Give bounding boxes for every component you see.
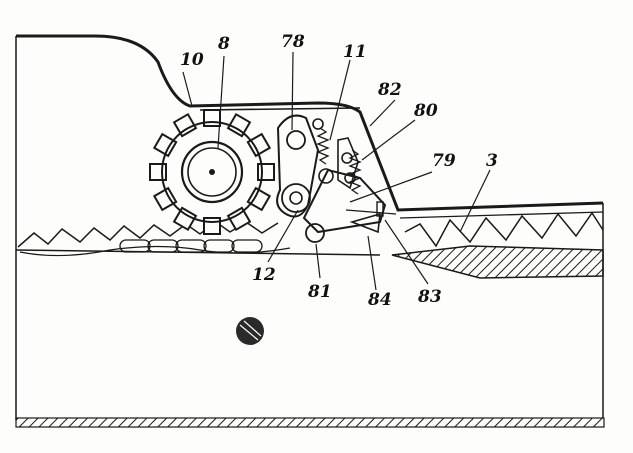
chain-links [119,239,263,253]
housing [15,34,605,428]
left-toothed-rack [17,221,291,257]
label-10: 10 [180,50,204,70]
sprocket-tooth [152,186,178,212]
right-toothed-rack [391,211,604,279]
sprocket-tooth [203,109,221,127]
base-rail-hatched [15,417,605,428]
label-3: 3 [486,151,498,171]
label-8: 8 [217,34,230,54]
sprocket-tooth [246,132,272,158]
sprocket-tooth [203,217,221,235]
label-11: 11 [343,42,367,62]
label-83: 83 [417,287,442,307]
sprocket-tooth [172,112,198,138]
sprocket-tooth [172,206,198,232]
sprocket-tooth [246,186,272,212]
sprocket-wheel [149,109,275,235]
label-12: 12 [252,265,276,285]
label-81: 81 [307,282,332,302]
label-82: 82 [377,80,402,100]
leader-lines [182,51,491,291]
hatched-block [391,245,604,279]
sprocket-tooth [226,206,252,232]
label-80: 80 [413,101,438,121]
label-79: 79 [432,151,456,171]
round-hole [236,317,264,345]
lever-linkage [276,114,397,243]
label-84: 84 [367,290,392,310]
sprocket-tooth [226,112,252,138]
sprocket-tooth [257,163,275,181]
label-78: 78 [281,32,305,52]
sprocket-tooth [149,163,167,181]
reference-numerals: 10 8 78 11 82 80 79 3 12 81 84 83 [180,32,498,310]
springs [316,127,362,195]
sprocket-tooth [152,132,178,158]
